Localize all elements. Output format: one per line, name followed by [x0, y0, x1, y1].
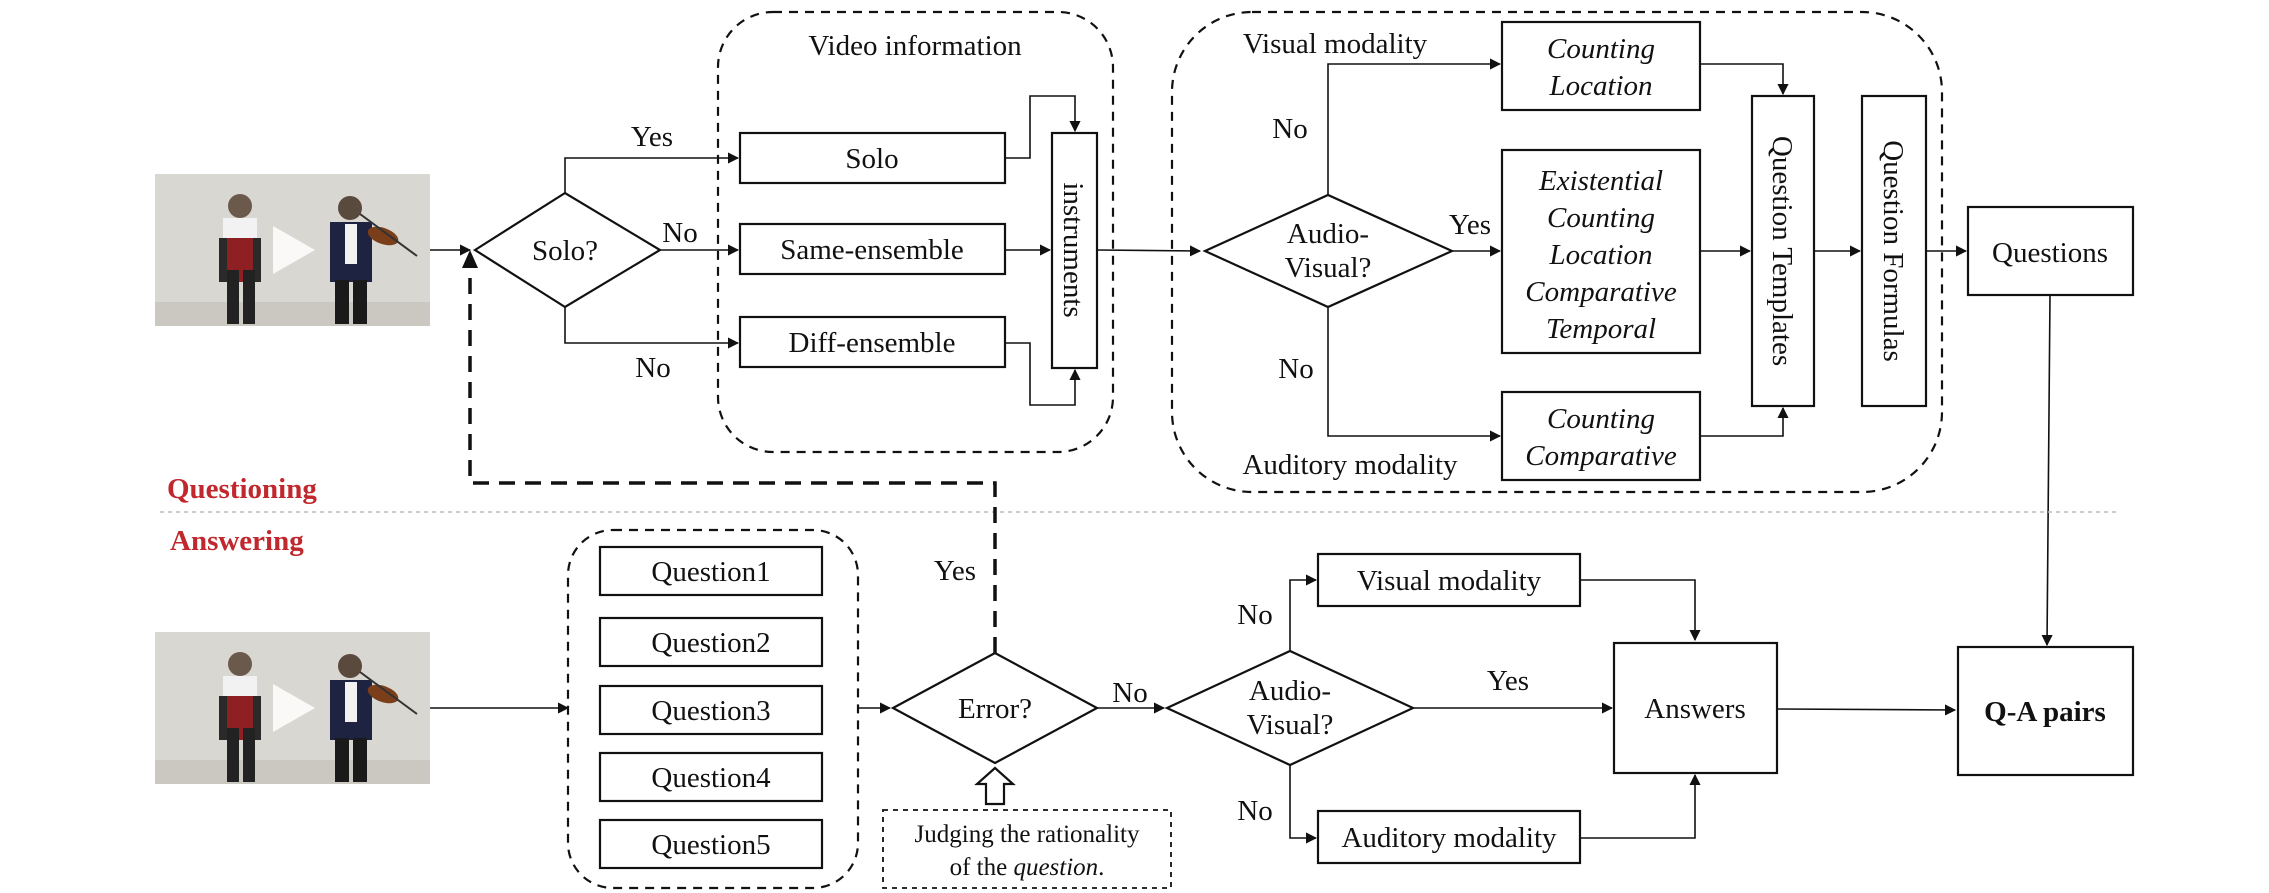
question-item-4-label: Question4: [651, 762, 771, 794]
question-templates-box: Question Templates: [1750, 94, 1816, 408]
audio-visual-decision-bottom-line1: Audio-: [1249, 675, 1331, 707]
visual-modality-box: Visual modality: [1316, 552, 1582, 608]
question-item-1: Question1: [598, 545, 824, 597]
audio-visual-decision-top: Audio- Visual?: [1202, 193, 1455, 309]
video-type-diff-ensemble: Diff-ensemble: [738, 315, 1007, 369]
video-type-solo: Solo: [738, 131, 1007, 185]
question-formulas-box: Question Formulas: [1860, 94, 1928, 408]
question-item-3: Question3: [598, 684, 824, 736]
av-type-comparative: Comparative: [1525, 276, 1677, 308]
question-type-group: [1170, 10, 1944, 494]
answers-box: Answers: [1612, 641, 1779, 775]
auditory-question-types: Counting Comparative: [1500, 390, 1702, 482]
bottom-yes-label: Yes: [1487, 665, 1529, 697]
question-item-1-label: Question1: [651, 556, 770, 588]
question-item-2-label: Question2: [651, 627, 770, 659]
question-formulas-label: Question Formulas: [1877, 140, 1909, 362]
visual-modality-label-top: Visual modality: [1243, 28, 1428, 60]
video-type-diff-ensemble-label: Diff-ensemble: [789, 327, 956, 359]
video-type-solo-label: Solo: [845, 143, 898, 175]
visual-question-types: Counting Location: [1500, 20, 1702, 112]
up-arrow-icon: [974, 766, 1016, 806]
bottom-auditory-no-label: No: [1237, 795, 1272, 827]
instruments-box: instruments: [1050, 131, 1099, 370]
audio-visual-question-types: Existential Counting Location Comparativ…: [1500, 148, 1702, 355]
visual-type-counting: Counting: [1547, 33, 1655, 65]
error-decision-label: Error?: [958, 693, 1032, 725]
solo-no-label-right: No: [662, 217, 697, 249]
error-decision: Error?: [890, 651, 1100, 765]
question-item-4: Question4: [598, 751, 824, 803]
video-thumbnail-top: [154, 173, 431, 327]
section-label-answering: Answering: [170, 525, 304, 557]
av-type-temporal: Temporal: [1546, 313, 1656, 345]
video-type-same-ensemble: Same-ensemble: [738, 222, 1007, 276]
judging-note-line2: of the question.: [950, 854, 1105, 881]
solo-yes-label: Yes: [631, 121, 673, 153]
video-information-title: Video information: [808, 30, 1022, 62]
video-thumbnail-bottom: [154, 631, 431, 785]
audio-visual-decision-bottom: Audio- Visual?: [1164, 649, 1416, 767]
question-item-5: Question5: [598, 818, 824, 870]
error-yes-label: Yes: [934, 555, 976, 587]
bottom-visual-no-label: No: [1237, 599, 1272, 631]
visual-branch-no-label: No: [1272, 113, 1307, 145]
questions-box: Questions: [1966, 205, 2135, 297]
av-type-location: Location: [1548, 239, 1652, 271]
visual-type-location: Location: [1548, 70, 1652, 102]
auditory-modality-label-top: Auditory modality: [1242, 449, 1458, 481]
questions-label: Questions: [1992, 237, 2108, 269]
judging-note: Judging the rationality of the question.: [882, 809, 1172, 889]
section-label-questioning: Questioning: [167, 473, 317, 505]
solo-no-label-bottom: No: [635, 352, 670, 384]
av-type-counting: Counting: [1547, 202, 1655, 234]
auditory-modality-box-label: Auditory modality: [1341, 822, 1557, 854]
audio-visual-yes-label: Yes: [1449, 209, 1491, 241]
question-item-2: Question2: [598, 616, 824, 668]
solo-decision: Solo?: [472, 191, 663, 309]
auditory-modality-box: Auditory modality: [1316, 809, 1582, 865]
auditory-type-counting: Counting: [1547, 403, 1655, 435]
video-type-same-ensemble-label: Same-ensemble: [780, 234, 964, 266]
question-item-3-label: Question3: [651, 695, 770, 727]
auditory-type-comparative: Comparative: [1525, 440, 1677, 472]
auditory-branch-no-label: No: [1278, 353, 1313, 385]
judging-note-line1: Judging the rationality: [915, 821, 1140, 848]
instruments-label: instruments: [1057, 182, 1089, 317]
video-information-group: [716, 10, 1115, 454]
audio-visual-decision-top-line2: Visual?: [1285, 252, 1372, 284]
av-type-existential: Existential: [1538, 165, 1663, 197]
audio-visual-decision-bottom-line2: Visual?: [1247, 709, 1334, 741]
qa-pairs-box: Q-A pairs: [1956, 645, 2135, 777]
solo-decision-label: Solo?: [532, 235, 598, 267]
audio-visual-decision-top-line1: Audio-: [1287, 218, 1369, 250]
error-no-label: No: [1112, 677, 1147, 709]
qa-pairs-label: Q-A pairs: [1984, 696, 2106, 728]
error-feedback-loop: [468, 255, 997, 653]
question-item-5-label: Question5: [651, 829, 770, 861]
question-list-group: [566, 528, 860, 890]
question-templates-label: Question Templates: [1766, 136, 1798, 366]
answers-label: Answers: [1644, 693, 1746, 725]
visual-modality-box-label: Visual modality: [1357, 565, 1542, 597]
